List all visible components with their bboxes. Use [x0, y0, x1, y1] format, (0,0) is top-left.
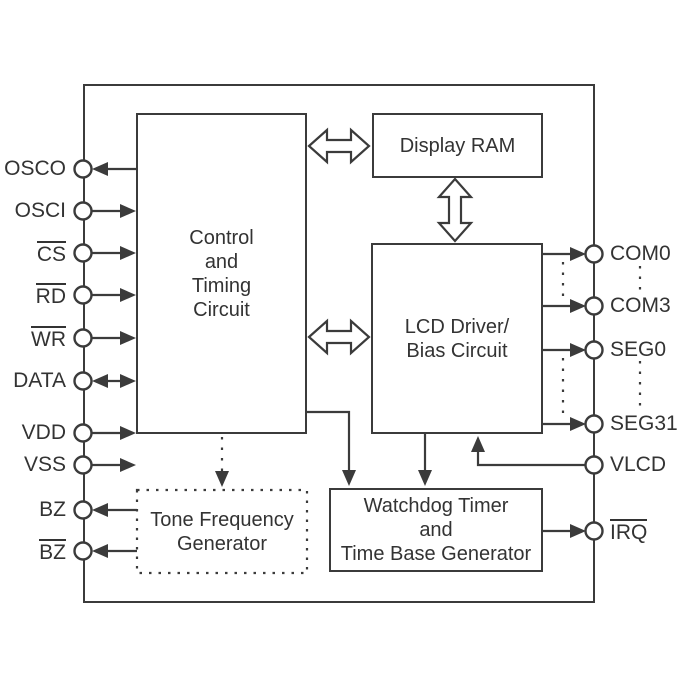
block-display-ram: Display RAM: [372, 113, 543, 178]
pin-label-text: DATA: [13, 369, 66, 392]
pin-label-vdd: VDD: [0, 421, 66, 445]
pin-label-text: VDD: [21, 421, 66, 444]
pin-label-irq: IRQ: [610, 519, 680, 544]
pin-label-seg31: SEG31: [610, 412, 680, 436]
pin-label-cs: CS: [0, 241, 66, 266]
block-label-line: Watchdog Timer: [363, 495, 509, 517]
block-tone-frequency-generator: Tone Frequency Generator: [138, 491, 306, 572]
pin-label-text: OSCI: [14, 199, 66, 222]
pin-label-com3: COM3: [610, 294, 680, 318]
pin-label-text: BZ: [39, 498, 66, 521]
pin-label-vlcd: VLCD: [610, 453, 680, 477]
block-label-line: Bias Circuit: [406, 339, 508, 362]
pin-label-text: OSCO: [4, 157, 66, 180]
pin-label-bz-bar: BZ: [0, 539, 66, 564]
pin-label-seg0: SEG0: [610, 338, 680, 362]
pin-label-rd: RD: [0, 283, 66, 308]
block-label-line: Tone Frequency: [150, 508, 294, 531]
block-lcd-driver-bias-circuit: LCD Driver/ Bias Circuit: [371, 243, 543, 434]
pin-label-text: COM3: [610, 294, 671, 317]
block-label-line: Timing: [191, 274, 252, 297]
block-label-line: and: [204, 250, 239, 273]
pin-label-com0: COM0: [610, 242, 680, 266]
pin-label-osco: OSCO: [0, 157, 66, 181]
pin-label-text-overline: CS: [36, 241, 66, 266]
block-label-line: Display RAM: [399, 134, 516, 157]
block-label-line: Generator: [176, 532, 268, 555]
block-control-timing-circuit: Control and Timing Circuit: [136, 113, 307, 434]
pin-label-osci: OSCI: [0, 199, 66, 223]
pin-label-text: VLCD: [610, 453, 667, 476]
pin-label-text: COM0: [610, 242, 671, 265]
block-watchdog-time-base: Watchdog Timer and Time Base Generator: [329, 488, 543, 572]
pin-label-wr: WR: [0, 326, 66, 351]
block-label-line: and: [419, 519, 453, 541]
block-label-line: Control: [189, 226, 254, 249]
pin-label-vss: VSS: [0, 453, 66, 477]
pin-label-bz: BZ: [0, 498, 66, 522]
pin-label-text-overline: WR: [31, 326, 66, 351]
block-label-line: LCD Driver/: [404, 315, 510, 338]
pin-label-text-overline: BZ: [39, 539, 66, 564]
pin-label-text: VSS: [23, 453, 66, 476]
pin-label-text-overline: RD: [35, 283, 66, 308]
pin-label-text: SEG31: [610, 412, 678, 435]
block-label-line: Time Base Generator: [340, 543, 532, 565]
pin-label-text: SEG0: [610, 338, 667, 361]
pin-label-data: DATA: [0, 369, 66, 393]
pin-label-text-overline: IRQ: [610, 519, 648, 544]
block-label-line: Circuit: [193, 298, 250, 321]
